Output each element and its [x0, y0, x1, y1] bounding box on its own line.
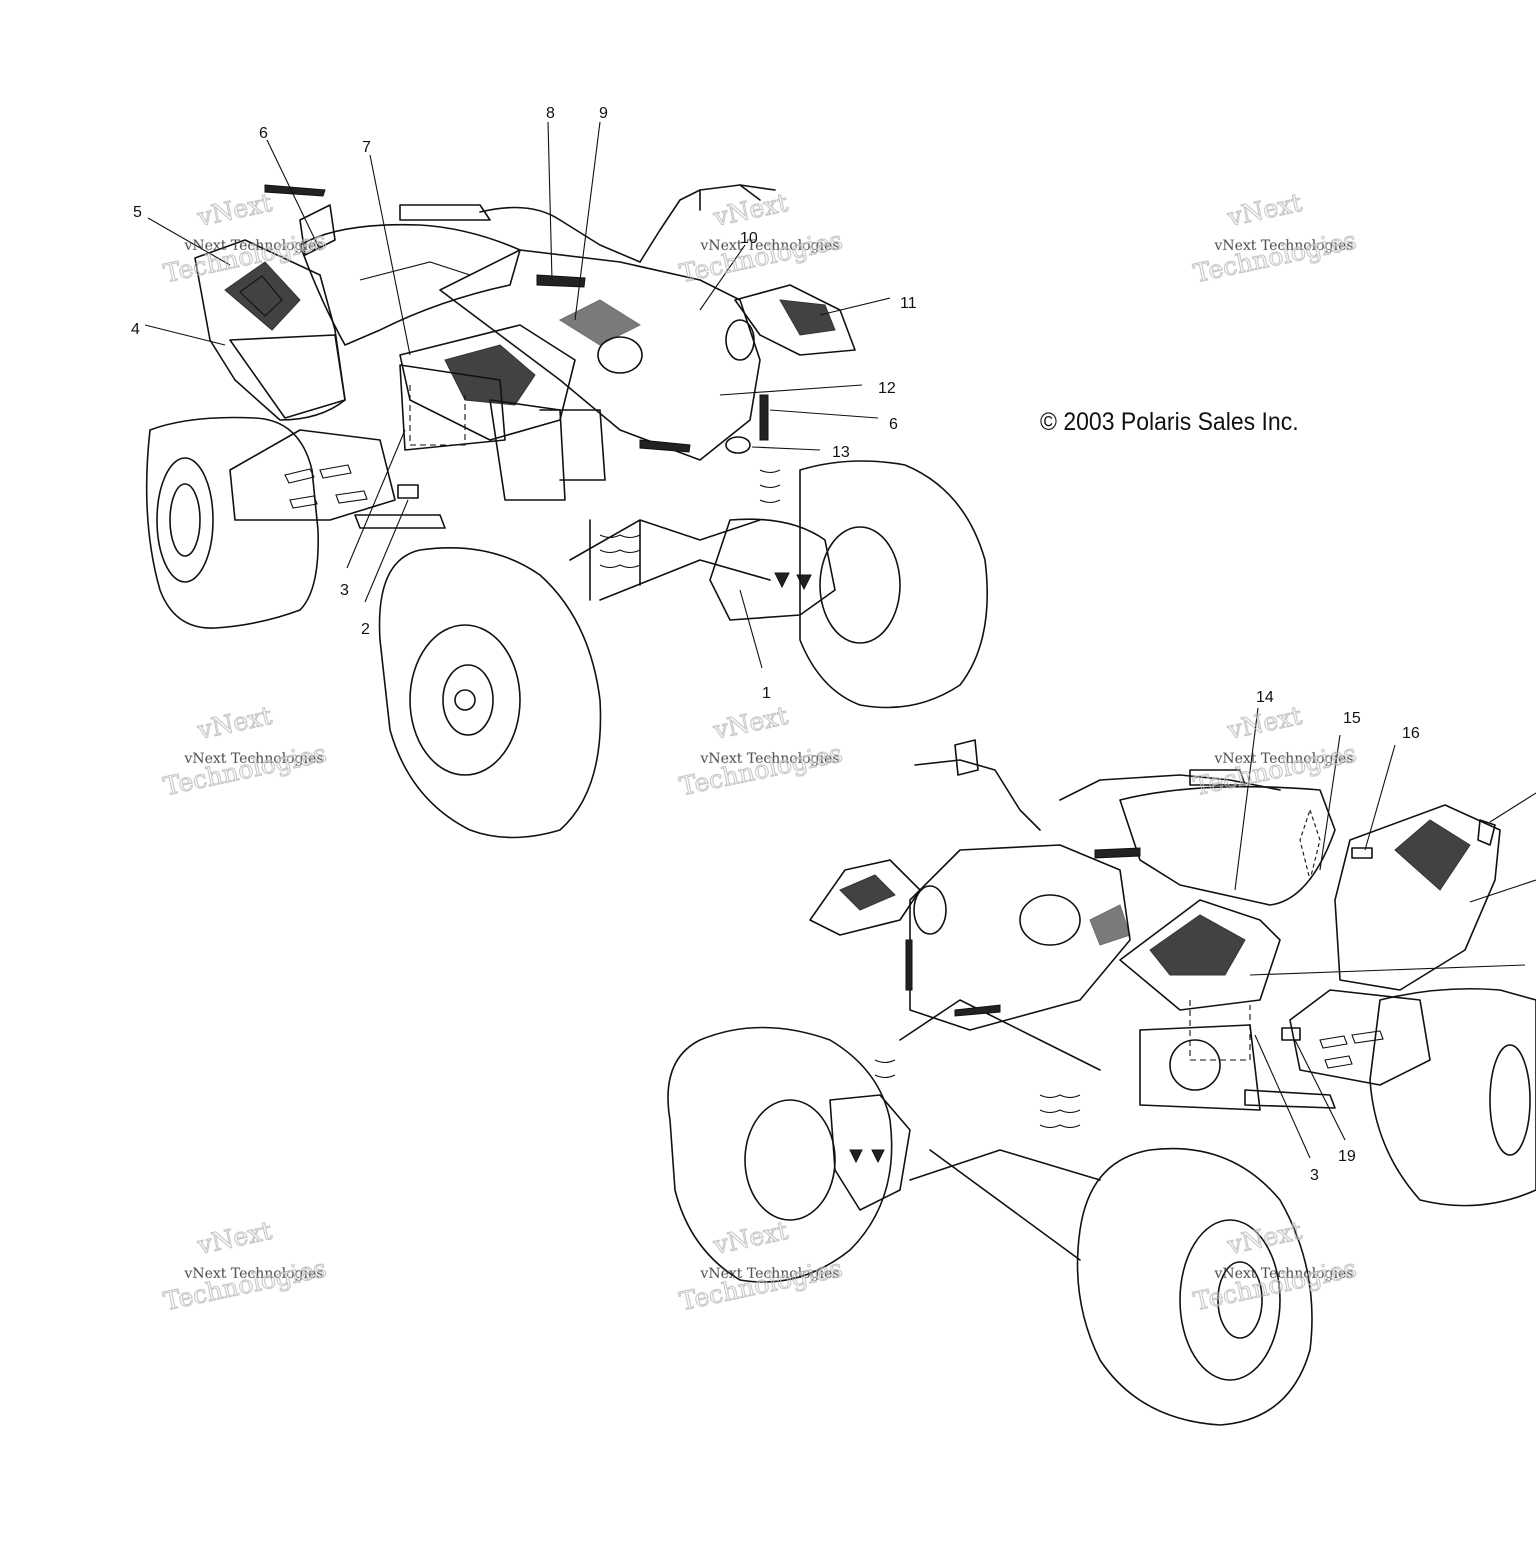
copyright-notice: © 2003 Polaris Sales Inc. — [1040, 408, 1299, 436]
leader-lines — [144, 121, 1536, 1159]
callout-12: 12 — [878, 380, 896, 397]
callout-3: 3 — [340, 582, 349, 599]
atv-top-illustration — [145, 184, 988, 839]
watermark-brand: vNext — [1224, 701, 1304, 745]
callout-16: 16 — [1402, 725, 1420, 742]
callout-10: 10 — [740, 230, 758, 247]
watermark-brand: Technologies — [161, 1253, 329, 1316]
watermark-brand: vNext — [194, 701, 274, 745]
watermark-text: vNext Technologies — [1213, 1266, 1353, 1282]
callout-8: 8 — [546, 105, 555, 122]
watermark-brand: Technologies — [161, 738, 329, 801]
callout-9: 9 — [599, 105, 608, 122]
watermark-text: vNext Technologies — [183, 238, 323, 254]
callout-14: 14 — [1256, 689, 1274, 706]
watermark-text: vNext Technologies — [1213, 751, 1353, 767]
callout-4: 4 — [131, 321, 140, 338]
callout-6: 6 — [259, 125, 268, 142]
callout-labels: 6 7 5 4 8 9 10 11 12 6 13 3 2 1 14 15 16… — [131, 105, 1420, 1184]
watermarks: vNext vNext Technologies Technologies vN… — [161, 188, 1360, 1317]
callout-11: 11 — [900, 295, 917, 312]
watermark-brand: Technologies — [1191, 738, 1359, 801]
watermark-text: vNext Technologies — [183, 1266, 323, 1282]
watermark-brand: vNext — [710, 188, 790, 232]
callout-3b: 3 — [1310, 1167, 1319, 1184]
watermark-text: vNext Technologies — [699, 751, 839, 767]
watermark-text: vNext Technologies — [699, 238, 839, 254]
watermark-brand: Technologies — [677, 1253, 845, 1316]
callout-7: 7 — [362, 139, 371, 156]
callout-6b: 6 — [889, 416, 898, 433]
atv-bottom-illustration — [667, 739, 1536, 1426]
watermark-text: vNext Technologies — [183, 751, 323, 767]
watermark-brand: vNext — [194, 1216, 274, 1260]
watermark-brand: vNext — [1224, 1216, 1304, 1260]
callout-2: 2 — [361, 621, 370, 638]
callout-15: 15 — [1343, 710, 1361, 727]
callout-1: 1 — [762, 685, 771, 702]
watermark-brand: Technologies — [677, 225, 845, 288]
watermark-brand: Technologies — [677, 738, 845, 801]
callout-19: 19 — [1338, 1148, 1356, 1165]
callout-5: 5 — [133, 204, 142, 221]
watermark-brand: vNext — [194, 188, 274, 232]
watermark-brand: vNext — [710, 701, 790, 745]
watermark-brand: vNext — [1224, 188, 1304, 232]
watermark-text: vNext Technologies — [699, 1266, 839, 1282]
watermark-text: vNext Technologies — [1213, 238, 1353, 254]
watermark-brand: Technologies — [1191, 225, 1359, 288]
watermark-brand: vNext — [710, 1216, 790, 1260]
callout-13: 13 — [832, 444, 850, 461]
